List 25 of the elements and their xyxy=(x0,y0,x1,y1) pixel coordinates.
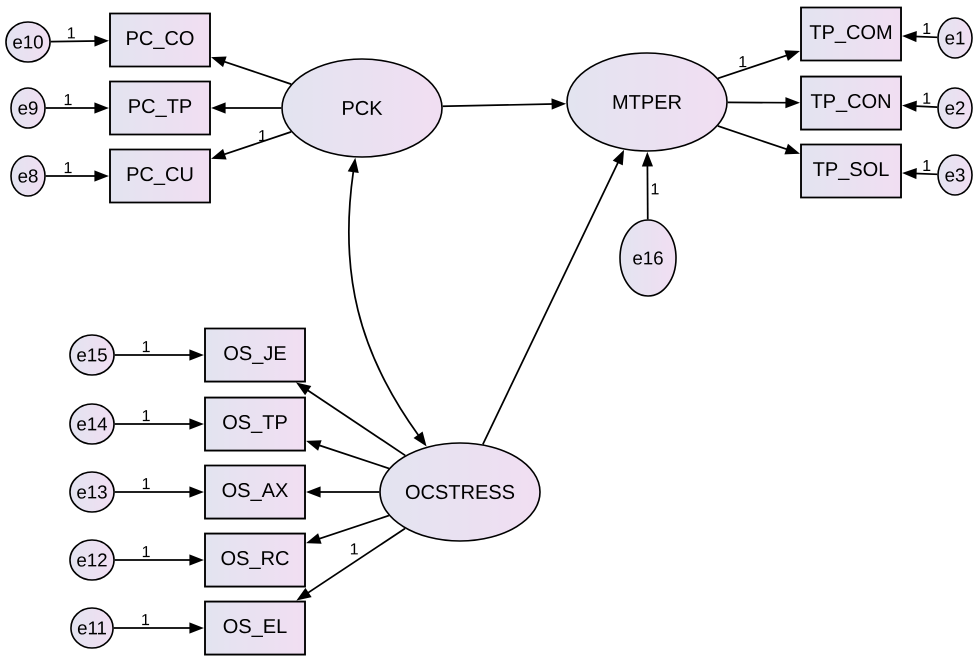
path-coefficient: 1 xyxy=(923,92,930,104)
path-coefficient: 1 xyxy=(142,614,150,626)
path-coefficient: 1 xyxy=(142,341,150,352)
observed-variable-box: PC_TP xyxy=(109,80,211,136)
path-coefficient: 1 xyxy=(142,410,150,422)
observed-variable-box: OS_EL xyxy=(204,600,306,656)
path-coefficient: 1 xyxy=(142,478,150,490)
path-coefficient: 1 xyxy=(142,546,150,558)
path-coefficient: 1 xyxy=(64,162,72,174)
path-coefficient: 1 xyxy=(923,160,930,171)
path-coefficient: 1 xyxy=(64,94,72,106)
observed-variable-box: OS_RC xyxy=(204,532,306,588)
path-coefficient: 1 xyxy=(739,56,746,68)
observed-variable-box: PC_CO xyxy=(109,12,211,68)
observed-variable-box: OS_TP xyxy=(204,396,306,452)
path-coefficient: 1 xyxy=(68,27,75,38)
path-coefficient: 1 xyxy=(652,183,659,194)
observed-variable-box: OS_JE xyxy=(204,328,306,382)
path-coefficient: 1 xyxy=(350,543,358,554)
observed-variable-box: TP_SOL xyxy=(800,144,902,198)
observed-variable-box: TP_CON xyxy=(800,76,902,130)
path-coefficient: 1 xyxy=(923,22,930,34)
observed-variable-box: OS_AX xyxy=(204,464,306,520)
observed-variable-box: PC_CU xyxy=(109,148,211,204)
observed-variable-box: TP_COM xyxy=(800,6,902,62)
